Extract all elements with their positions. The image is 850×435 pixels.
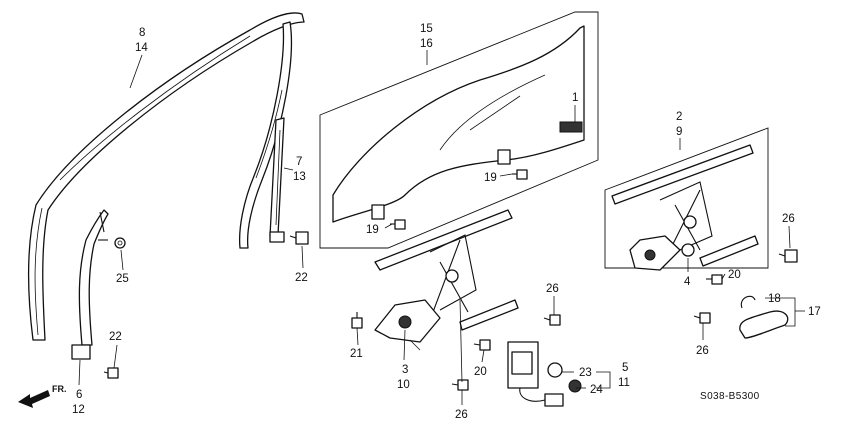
door-glass <box>319 11 599 249</box>
window-regulator-rear <box>604 127 769 271</box>
window-regulator-front <box>374 209 519 351</box>
diagram-code: S038-B5300 <box>700 391 760 402</box>
run-channel-sash <box>27 12 305 341</box>
bolts <box>103 169 798 391</box>
label-11: 11 <box>618 377 630 389</box>
label-9: 9 <box>676 126 682 138</box>
part-labels: 8 14 15 16 1 2 9 7 13 19 19 26 25 22 4 2… <box>72 23 821 421</box>
bolt-19a <box>390 219 406 230</box>
label-2: 2 <box>676 111 682 123</box>
window-crank-handle <box>739 295 789 339</box>
front-direction-arrow: FR. <box>18 384 67 408</box>
bolt-22-lower <box>103 367 119 379</box>
label-16: 16 <box>420 38 433 50</box>
label-7: 7 <box>296 156 302 168</box>
label-10: 10 <box>397 379 410 391</box>
label-6: 6 <box>76 389 82 401</box>
label-26-right: 26 <box>696 345 709 357</box>
bolt-25 <box>114 237 126 249</box>
bolt-26-a <box>778 249 798 263</box>
label-18: 18 <box>768 293 781 305</box>
center-channel <box>71 209 109 360</box>
bolt-19b <box>512 169 528 180</box>
bolt-26-d <box>451 379 469 391</box>
fr-label: FR. <box>52 384 67 394</box>
label-23: 23 <box>579 367 592 379</box>
regulator-motor <box>507 341 582 407</box>
label-26-center: 26 <box>546 283 559 295</box>
bolt-21 <box>351 312 363 329</box>
label-26-bottom: 26 <box>455 409 468 421</box>
bolt-26-c <box>543 314 561 326</box>
bolt-22-upper <box>289 231 309 245</box>
label-26-upper-right: 26 <box>782 213 795 225</box>
bolt-26-b <box>693 312 711 324</box>
label-3: 3 <box>402 364 408 376</box>
label-20-right: 20 <box>728 269 741 281</box>
label-17: 17 <box>808 306 821 318</box>
label-24: 24 <box>590 384 603 396</box>
label-13: 13 <box>293 171 306 183</box>
label-5: 5 <box>622 362 628 374</box>
label-21: 21 <box>350 348 363 360</box>
label-19-left: 19 <box>366 224 379 236</box>
label-8: 8 <box>139 27 145 39</box>
leader-lines <box>78 50 805 405</box>
label-14: 14 <box>135 42 148 54</box>
label-12: 12 <box>72 404 85 416</box>
bolt-20-b <box>473 339 491 351</box>
label-25: 25 <box>116 273 129 285</box>
bolt-20-a <box>706 274 723 285</box>
glass-run-channel <box>269 117 285 243</box>
label-15: 15 <box>420 23 433 35</box>
label-19-right: 19 <box>484 172 497 184</box>
label-20-center: 20 <box>474 366 487 378</box>
label-22-lower: 22 <box>109 331 122 343</box>
label-1: 1 <box>572 92 578 104</box>
label-4: 4 <box>684 276 691 288</box>
label-22-upper: 22 <box>295 272 308 284</box>
